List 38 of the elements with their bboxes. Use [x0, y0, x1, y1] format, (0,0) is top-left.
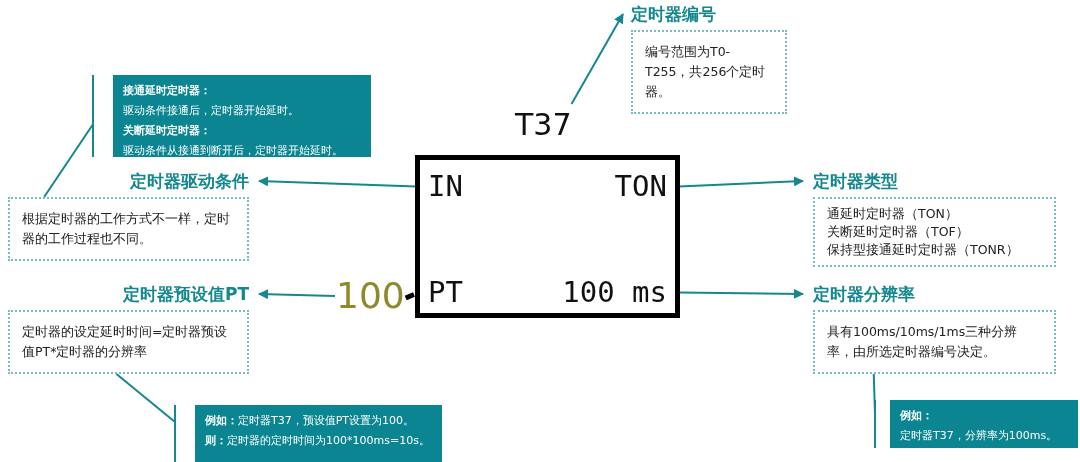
pin-label: TON	[614, 172, 667, 201]
note-box: 编号范围为T0-T255，共256个定时器。	[631, 30, 787, 114]
note-text: 通延时定时器（TON）	[827, 205, 959, 223]
arrow	[570, 13, 624, 105]
pin-label: 100 ms	[562, 278, 667, 307]
arrow	[258, 176, 417, 188]
callout-heading: 定时器类型	[813, 170, 898, 192]
note-box: 定时器的设定延时时间=定时器预设值PT*定时器的分辨率	[8, 310, 249, 374]
callout-heading: 定时器预设值PT	[122, 283, 249, 305]
arrow	[678, 176, 804, 188]
note-text: 关断延时定时器（TOF）	[827, 223, 970, 241]
pin-label: IN	[428, 172, 463, 201]
note-text: 保持型接通延时定时器（TONR）	[827, 241, 1020, 259]
note-text: 例如：	[900, 408, 934, 424]
note-box: 根据定时器的工作方式不一样，定时器的工作过程也不同。	[8, 197, 249, 261]
leader-line	[115, 373, 176, 462]
pin-line	[404, 292, 415, 301]
callout-heading: 定时器驱动条件	[130, 170, 249, 192]
note-text: 关断延时定时器：	[123, 123, 212, 139]
note-text: 驱动条件从接通到断开后，定时器开始延时。	[123, 143, 344, 159]
note-text: 则：定时器的定时时间为100*100ms=10s。	[205, 433, 431, 449]
note-text: 接通延时定时器：	[123, 83, 212, 99]
note-text: 驱动条件接通后，定时器开始延时。	[123, 103, 300, 119]
callout-heading: 定时器编号	[631, 3, 716, 25]
block-title: T37	[515, 110, 572, 140]
note-text: 定时器T37，分辨率为100ms。	[900, 428, 1059, 444]
arrow	[258, 289, 336, 300]
preset-value: 100	[336, 278, 405, 314]
leader-line	[43, 74, 94, 198]
callout-heading: 定时器分辨率	[813, 283, 915, 305]
pin-label: PT	[428, 278, 463, 307]
example-panel	[195, 405, 442, 462]
arrow	[678, 288, 804, 299]
example-panel	[890, 400, 1078, 448]
leader-line	[872, 373, 876, 449]
example-panel	[113, 75, 371, 157]
note-box: 具有100ms/10ms/1ms三种分辨率，由所选定时器编号决定。	[813, 310, 1056, 374]
note-text: 例如：定时器T37，预设值PT设置为100。	[205, 413, 416, 429]
